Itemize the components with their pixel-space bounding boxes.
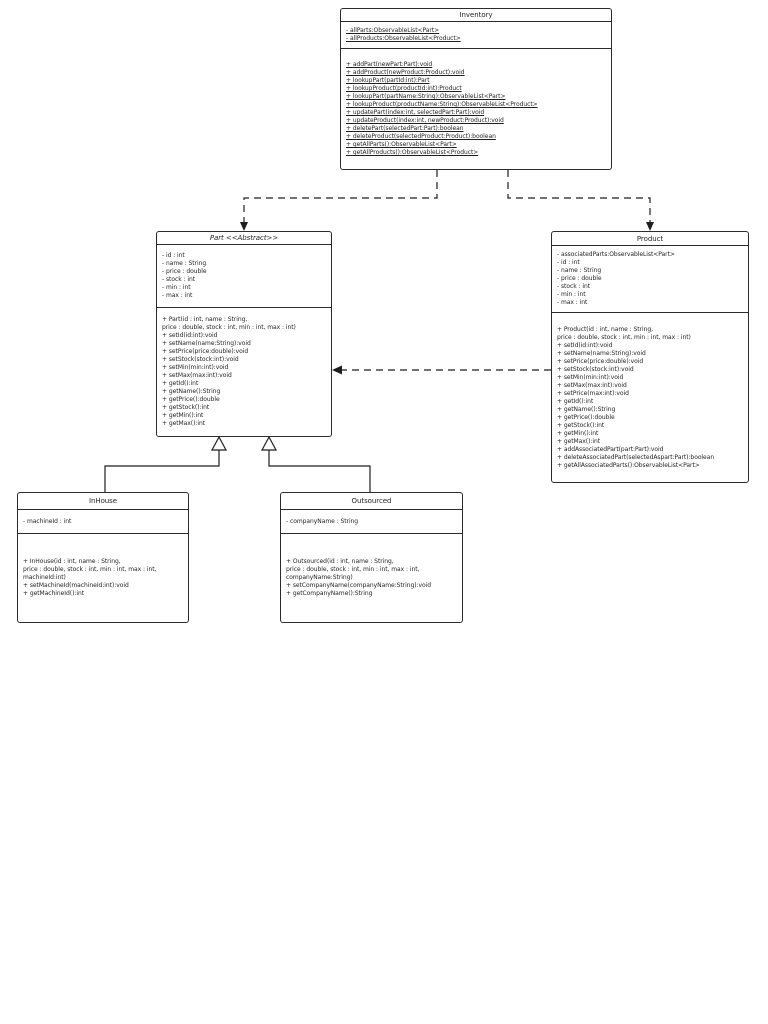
- dependency-arrow-inventory-to-product: [507, 170, 654, 231]
- class-fields-product: - associatedParts:ObservableList<Part> -…: [552, 246, 748, 313]
- class-fields-outsourced: - companyName : String: [281, 510, 462, 534]
- class-box-inventory: Inventory - allParts:ObservableList<Part…: [340, 8, 612, 170]
- class-methods-inventory: + addPart(newPart:Part):void + addProduc…: [346, 61, 538, 156]
- class-title-inhouse: InHouse: [18, 493, 188, 510]
- class-box-product: Product - associatedParts:ObservableList…: [551, 231, 749, 483]
- class-box-part: Part <<Abstract>> - id : int - name : St…: [156, 231, 332, 437]
- generalization-outsourced-to-part: [260, 435, 371, 492]
- class-fields-inventory: - allParts:ObservableList<Part> - allPro…: [341, 22, 611, 49]
- class-fields-part: - id : int - name : String - price : dou…: [157, 245, 331, 308]
- class-title-part: Part <<Abstract>>: [157, 232, 331, 245]
- class-title-outsourced: Outsourced: [281, 493, 462, 510]
- class-box-inhouse: InHouse - machineId : int + InHouse(id :…: [17, 492, 189, 623]
- dependency-arrow-inventory-to-part: [240, 170, 438, 231]
- class-fields-inhouse: - machineId : int: [18, 510, 188, 534]
- generalization-inhouse-to-part: [104, 435, 228, 492]
- class-methods-product: + Product(id : int, name : String, price…: [557, 325, 715, 469]
- class-box-outsourced: Outsourced - companyName : String + Outs…: [280, 492, 463, 623]
- class-methods-inhouse: + InHouse(id : int, name : String, price…: [23, 558, 157, 597]
- dependency-arrow-product-to-part: [332, 365, 551, 375]
- class-title-inventory: Inventory: [341, 9, 611, 22]
- class-title-product: Product: [552, 232, 748, 246]
- class-methods-outsourced: + Outsourced(id : int, name : String, pr…: [286, 558, 431, 597]
- class-methods-part: + Part(id : int, name : String, price : …: [162, 316, 296, 427]
